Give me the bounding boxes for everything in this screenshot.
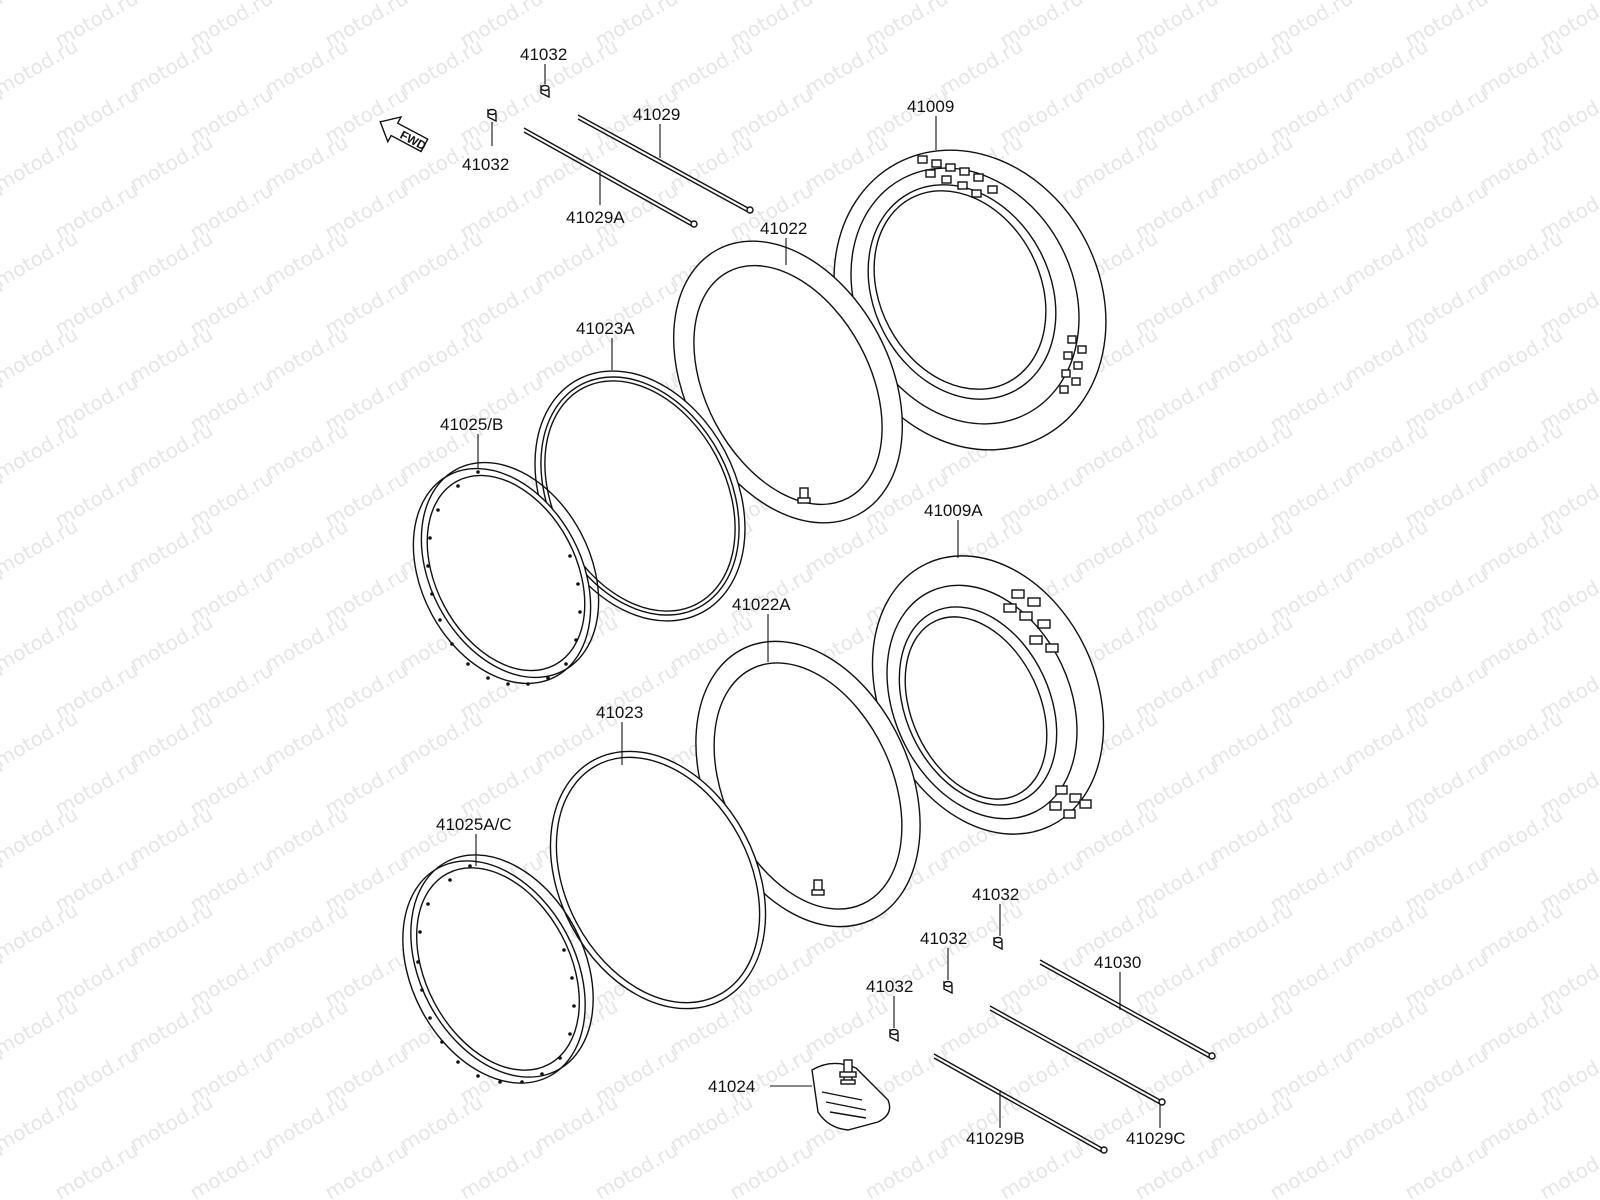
callout-41029: 41029 (633, 105, 680, 124)
spoke-nipple-icon (487, 108, 497, 123)
callout-41032-bottom-c: 41032 (866, 977, 913, 996)
valve-stem-icon (811, 879, 825, 896)
callout-41022: 41022 (760, 219, 807, 238)
callout-41029b: 41029B (966, 1129, 1025, 1148)
spoke-nipple-icon (993, 936, 1003, 951)
callout-41030: 41030 (1094, 953, 1141, 972)
spoke-nipple-icon (540, 84, 550, 99)
fwd-label: FWD (398, 128, 429, 153)
callout-41029c: 41029C (1126, 1129, 1186, 1148)
spoke-41030 (1039, 959, 1216, 1060)
callout-labels: 41032 41032 41029 41029A 41009 41022 410… (436, 45, 1186, 1148)
valve-stem-icon (797, 487, 811, 504)
rim-band-41023 (549, 750, 767, 1010)
fwd-arrow: FWD (379, 115, 429, 153)
rim-spoke-holes (416, 864, 576, 1084)
rim-41025b (412, 461, 600, 686)
spoke-41029c (989, 1005, 1166, 1106)
spoke-41029 (577, 114, 754, 214)
spoke-41029b (933, 1053, 1108, 1154)
rim-spoke-holes (426, 470, 582, 686)
tire-tread-knobs (917, 155, 1087, 394)
spoke-nipple-icon (943, 980, 953, 995)
callout-41009: 41009 (907, 97, 954, 116)
rim-41025ac (402, 854, 594, 1084)
callout-41009a: 41009A (924, 501, 983, 520)
tire-tread-knobs (1003, 589, 1092, 819)
tire-41009a (871, 555, 1105, 835)
spoke-41029a (523, 127, 698, 228)
callout-41032-bottom-b: 41032 (920, 929, 967, 948)
callout-41022a: 41022A (732, 595, 791, 614)
callout-41025ac: 41025A/C (436, 815, 512, 834)
callout-41023a: 41023A (576, 319, 635, 338)
callout-41032-bottom-a: 41032 (972, 885, 1019, 904)
callout-41032-top-b: 41032 (462, 155, 509, 174)
leader-lines (475, 64, 1161, 1128)
spoke-nipple-icon (889, 1028, 899, 1043)
callout-41032-top-a: 41032 (520, 45, 567, 64)
callout-41024: 41024 (708, 1077, 755, 1096)
callout-41029a: 41029A (566, 208, 625, 227)
rim-lock-41024 (811, 1059, 891, 1131)
callout-41025b: 41025/B (440, 415, 503, 434)
callout-41023: 41023 (596, 703, 643, 722)
